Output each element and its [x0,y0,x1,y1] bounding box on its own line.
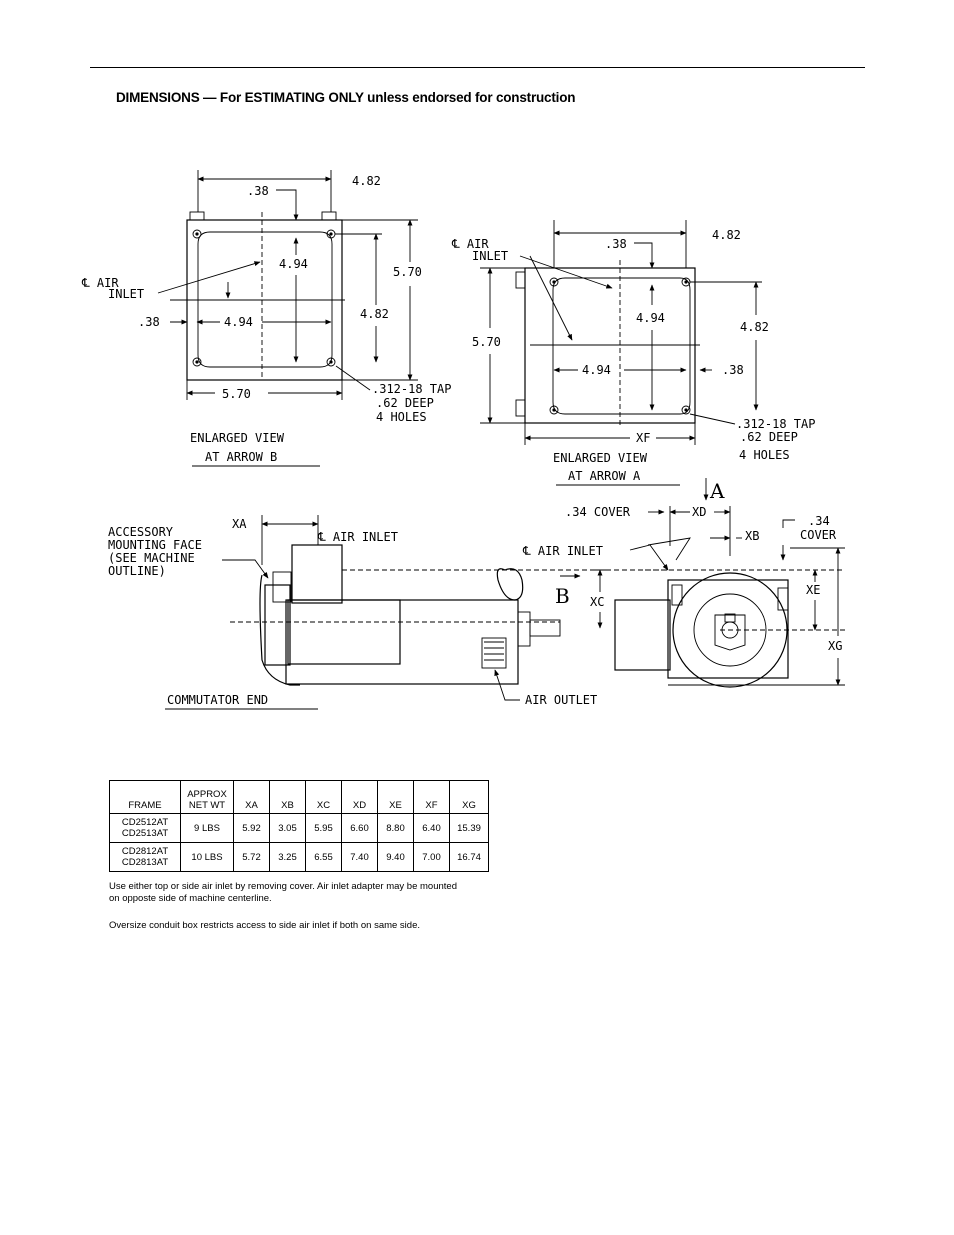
view-b-dim-left-small: .38 [138,315,160,329]
view-a-dim-top-overall: 4.82 [712,228,741,242]
accessory-label: ACCESSORY [108,525,174,539]
table-cell: 6.40 [413,813,450,843]
view-b-tap-label-2: .62 DEEP [376,396,434,410]
accessory-label-3: (SEE MACHINE [108,551,195,565]
view-a-tap-label: .312-18 TAP [736,417,815,431]
table-header: XA [233,780,270,814]
view-b-tap-label-3: 4 HOLES [376,410,427,424]
view-b-air-inlet-label-2: INLET [108,287,144,301]
view-b-dimensions: 4.82 .38 4.94 5.70 4.82 .38 4.94 5.70 ℄ … [81,170,451,467]
table-cell: 7.40 [341,842,378,872]
view-a-dim-right-inner: 4.82 [740,320,769,334]
table-header: XG [449,780,489,814]
view-a-dim-bottom: XF [636,431,650,445]
view-b-plate [170,211,345,381]
table-cell: 5.95 [305,813,342,843]
table-header: XF [413,780,450,814]
view-a-dimensions: ℄ AIR INLET 4.82 .38 4.94 5.70 4.82 4.94… [451,220,815,486]
table-cell: 10 LBS [180,842,234,872]
dim-xg-label: XG [828,639,842,653]
table-cell: 9.40 [377,842,414,872]
view-a-dim-top-small: .38 [605,237,627,251]
view-a-caption: ENLARGED VIEW [553,451,648,465]
table-header: XC [305,780,342,814]
view-b-caption-2: AT ARROW B [205,450,277,464]
table-header: APPROX NET WT [180,780,234,814]
view-a-air-inlet-label: ℄ AIR [451,237,489,251]
table-cell: 9 LBS [180,813,234,843]
view-b-dim-top-small: .38 [247,184,269,198]
cover-left-label: .34 COVER [565,505,631,519]
table-header: XB [269,780,306,814]
table-cell: 5.72 [233,842,270,872]
view-a-air-inlet-label-2: INLET [472,249,508,263]
note-air-inlet: Use either top or side air inlet by remo… [109,881,457,904]
table-header: XD [341,780,378,814]
dim-xd-label: XD [692,505,706,519]
view-a-plate [515,260,700,425]
motor-side-view: ACCESSORY MOUNTING FACE (SEE MACHINE OUT… [108,515,670,710]
page-title: DIMENSIONS — For ESTIMATING ONLY unless … [116,90,576,105]
view-a-dim-center-horizontal: 4.94 [582,363,611,377]
table-header: XE [377,780,414,814]
view-a-dim-right-small: .38 [722,363,744,377]
view-a-caption-2: AT ARROW A [568,469,641,483]
view-b-dim-bottom: 5.70 [222,387,251,401]
dim-xb-label: XB [745,529,759,543]
view-b-tap-label: .312-18 TAP [372,382,451,396]
view-b-caption: ENLARGED VIEW [190,431,285,445]
end-air-inlet-label: ℄ AIR INLET [522,544,603,558]
view-b-dim-top-overall: 4.82 [352,174,381,188]
note-conduit-box: Oversize conduit box restricts access to… [109,920,420,931]
table-cell: 16.74 [449,842,489,872]
table-cell: 5.92 [233,813,270,843]
cover-right-label: .34 [808,514,830,528]
view-a-tap-label-2: .62 DEEP [740,430,798,444]
table-header: FRAME [109,780,181,814]
cover-right-label-2: COVER [800,528,837,542]
dimension-drawing: 4.82 .38 4.94 5.70 4.82 .38 4.94 5.70 ℄ … [81,170,845,710]
view-a-tap-label-3: 4 HOLES [739,448,790,462]
dim-xe-label: XE [806,583,820,597]
dim-xa-label: XA [232,517,247,531]
table-cell: 7.00 [413,842,450,872]
dimensions-table: FRAME APPROX NET WT XA XB XC XD XE XF XG… [109,780,489,872]
air-outlet-label: AIR OUTLET [525,693,597,707]
arrow-a-label: A [709,479,725,503]
arrow-b-label: B [555,584,570,608]
dim-xc-label: XC [590,595,604,609]
view-b-dim-center-vertical: 4.94 [279,257,308,271]
commutator-end-label: COMMUTATOR END [167,693,268,707]
view-b-air-inlet-label: ℄ AIR [81,276,119,290]
table-cell: 8.80 [377,813,414,843]
side-air-inlet-label: ℄ AIR INLET [317,530,398,544]
table-header-row: FRAME APPROX NET WT XA XB XC XD XE XF XG [109,780,489,814]
header-rule [90,67,865,68]
table-cell: 3.05 [269,813,306,843]
view-a-dim-center-vertical: 4.94 [636,311,665,325]
accessory-label-4: OUTLINE) [108,564,166,578]
view-b-dim-center-horizontal: 4.94 [224,315,253,329]
motor-end-view: A .34 COVER XD XB .34 COVER ℄ AIR INLET … [522,478,845,688]
view-a-dim-left-outer: 5.70 [472,335,501,349]
accessory-label-2: MOUNTING FACE [108,538,202,552]
view-b-dim-right-outer: 5.70 [393,265,422,279]
table-cell: 6.55 [305,842,342,872]
view-b-dim-right-inner: 4.82 [360,307,389,321]
table-cell: 3.25 [269,842,306,872]
table-cell: 6.60 [341,813,378,843]
table-cell: 15.39 [449,813,489,843]
